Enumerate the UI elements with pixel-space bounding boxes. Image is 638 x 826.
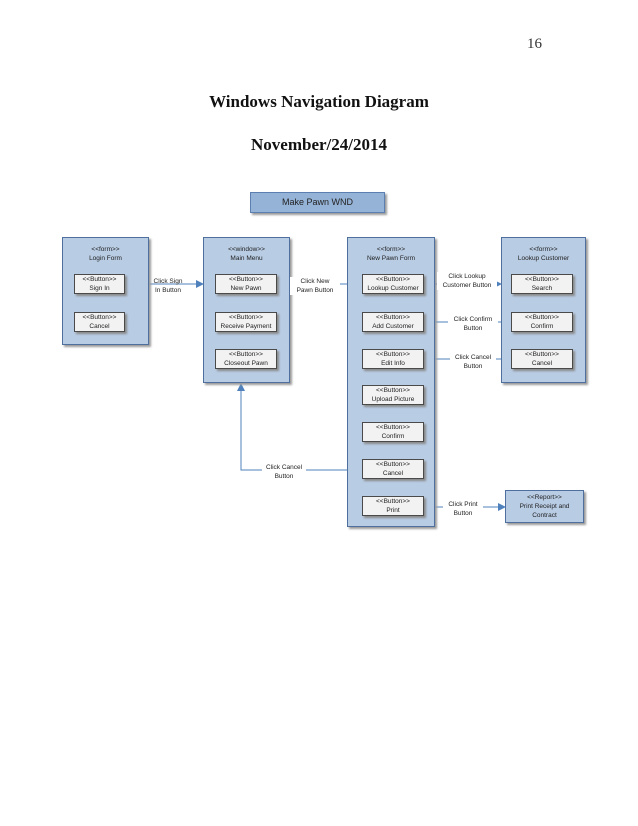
edge-label-line: In Button	[154, 287, 182, 294]
lookup-confirm-button[interactable]: <<Button>> Confirm	[511, 312, 573, 332]
edge-label-line: Button	[463, 363, 483, 370]
edge-label-line: Click Cancel	[454, 354, 492, 361]
stereotype-label: <<Button>>	[229, 351, 263, 358]
button-label: Cancel	[382, 470, 404, 477]
stereotype-label: <<form>>	[529, 246, 558, 253]
stereotype-label: <<Button>>	[229, 314, 263, 321]
newpawn-cancel-button[interactable]: <<Button>> Cancel	[362, 459, 424, 479]
panel-name: Main Menu	[230, 255, 263, 262]
stereotype-label: <<Button>>	[376, 351, 410, 358]
search-button[interactable]: <<Button>> Search	[511, 274, 573, 294]
lookup-cancel-button[interactable]: <<Button>> Cancel	[511, 349, 573, 369]
stereotype-label: <<Button>>	[376, 276, 410, 283]
closeout-pawn-button[interactable]: <<Button>> Closeout Pawn	[215, 349, 277, 369]
stereotype-label: <<Button>>	[82, 276, 117, 283]
lookup-customer-button[interactable]: <<Button>> Lookup Customer	[362, 274, 424, 294]
edge-label-new-pawn: Click New Pawn Button	[290, 277, 340, 295]
edge-label-line: Click Confirm	[453, 316, 493, 323]
button-label: Edit Info	[381, 360, 405, 367]
stereotype-label: <<Report>>	[527, 494, 562, 501]
button-label: Receive Payment	[220, 323, 272, 330]
stereotype-label: <<form>>	[91, 246, 120, 253]
upload-picture-button[interactable]: <<Button>> Upload Picture	[362, 385, 424, 405]
stereotype-label: <<Button>>	[376, 424, 410, 431]
main-menu-title: <<window>> Main Menu	[204, 245, 289, 263]
edge-label-sign-in: Click Sign In Button	[150, 277, 186, 295]
edge-cancel-newpawn	[237, 383, 356, 471]
button-label: Cancel	[89, 323, 110, 330]
edge-label-line: Pawn Button	[296, 287, 334, 294]
edge-label-line: Button	[274, 473, 294, 480]
stereotype-label: <<Button>>	[525, 314, 559, 321]
button-label: Add Customer	[372, 323, 414, 330]
new-pawn-button[interactable]: <<Button>> New Pawn	[215, 274, 277, 294]
button-label: Closeout Pawn	[224, 360, 268, 367]
stereotype-label: <<Button>>	[376, 461, 410, 468]
edge-label-line: Click Sign	[153, 278, 183, 285]
button-label: Lookup Customer	[367, 285, 419, 292]
lookup-customer-title: <<form>> Lookup Customer	[502, 245, 585, 263]
button-label: New Pawn	[230, 285, 262, 292]
edge-label-line: Click New	[300, 278, 330, 285]
edge-label-line: Button	[453, 510, 473, 517]
stereotype-label: <<Button>>	[229, 276, 263, 283]
report-box: <<Report>> Print Receipt and Contract	[505, 490, 584, 523]
page-number: 16	[527, 36, 542, 52]
edge-label-cancel-newpawn: Click Cancel Button	[262, 463, 306, 481]
panel-name: New Pawn Form	[366, 255, 416, 262]
edge-label-line: Click Print	[448, 501, 478, 508]
button-label: Confirm	[381, 433, 405, 440]
stereotype-label: <<Button>>	[525, 276, 559, 283]
sign-in-button[interactable]: <<Button>> Sign In	[74, 274, 125, 294]
new-pawn-form-title: <<form>> New Pawn Form	[348, 245, 434, 263]
button-label: Confirm	[530, 323, 554, 330]
header-box: Make Pawn WND	[250, 192, 385, 213]
edge-label-line: Click Cancel	[265, 464, 303, 471]
edge-label-confirm: Click Confirm Button	[448, 315, 498, 333]
diagram-date: November/24/2014	[251, 135, 387, 154]
button-label: Upload Picture	[371, 396, 415, 403]
add-customer-button[interactable]: <<Button>> Add Customer	[362, 312, 424, 332]
edge-label-cancel-lookup: Click Cancel Button	[450, 353, 496, 371]
stereotype-label: <<Button>>	[525, 351, 559, 358]
button-label: Search	[531, 285, 553, 292]
newpawn-confirm-button[interactable]: <<Button>> Confirm	[362, 422, 424, 442]
edge-label-lookup: Click Lookup Customer Button	[437, 272, 497, 290]
button-label: Print	[386, 507, 400, 514]
button-label: Sign In	[89, 285, 110, 292]
panel-name: Login Form	[89, 255, 122, 262]
edge-label-line: Click Lookup	[448, 273, 486, 280]
stereotype-label: <<window>>	[228, 246, 265, 253]
edge-label-line: Customer Button	[442, 282, 492, 289]
panel-name: Lookup Customer	[517, 255, 570, 262]
edit-info-button[interactable]: <<Button>> Edit Info	[362, 349, 424, 369]
stereotype-label: <<Button>>	[82, 314, 117, 321]
diagram-title: Windows Navigation Diagram	[209, 92, 429, 111]
print-button[interactable]: <<Button>> Print	[362, 496, 424, 516]
stereotype-label: <<Button>>	[376, 498, 410, 505]
edge-label-print: Click Print Button	[443, 500, 483, 518]
edge-label-line: Button	[463, 325, 483, 332]
stereotype-label: <<form>>	[376, 246, 406, 253]
report-name-line1: Print Receipt and	[519, 503, 570, 510]
stereotype-label: <<Button>>	[376, 387, 410, 394]
receive-payment-button[interactable]: <<Button>> Receive Payment	[215, 312, 277, 332]
stereotype-label: <<Button>>	[376, 314, 410, 321]
button-label: Cancel	[531, 360, 553, 367]
report-name-line2: Contract	[532, 512, 557, 519]
login-cancel-button[interactable]: <<Button>> Cancel	[74, 312, 125, 332]
login-form-title: <<form>> Login Form	[63, 245, 148, 263]
